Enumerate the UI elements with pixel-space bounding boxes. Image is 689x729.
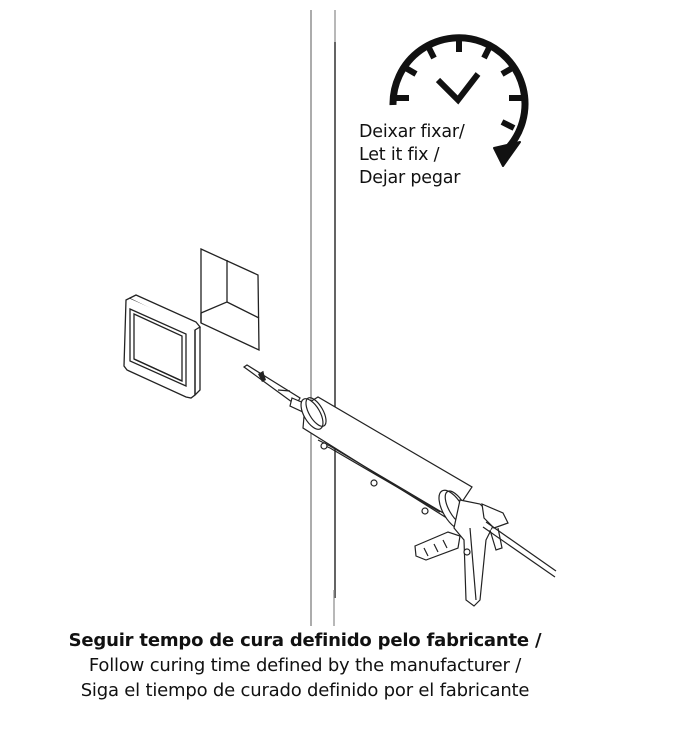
instruction-caption: Seguir tempo de cura definido pelo fabri… bbox=[0, 628, 610, 703]
caulking-gun bbox=[242, 364, 557, 607]
clock-note-text: Deixar fixar/ Let it fix / Dejar pegar bbox=[359, 121, 465, 190]
square-recess bbox=[200, 247, 260, 352]
caption-portuguese: Seguir tempo de cura definido pelo fabri… bbox=[68, 630, 542, 651]
square-flange-frame bbox=[123, 294, 201, 399]
clock-note-line-pt: Deixar fixar/ bbox=[359, 122, 465, 142]
clock-note-line-en: Let it fix / bbox=[359, 145, 440, 165]
wall-corner bbox=[310, 10, 336, 626]
caption-english: Follow curing time defined by the manufa… bbox=[88, 655, 522, 676]
clock-note-line-es: Dejar pegar bbox=[359, 168, 461, 188]
timer-clock-icon bbox=[389, 34, 529, 167]
caption-spanish: Siga el tiempo de curado definido por el… bbox=[80, 680, 530, 701]
